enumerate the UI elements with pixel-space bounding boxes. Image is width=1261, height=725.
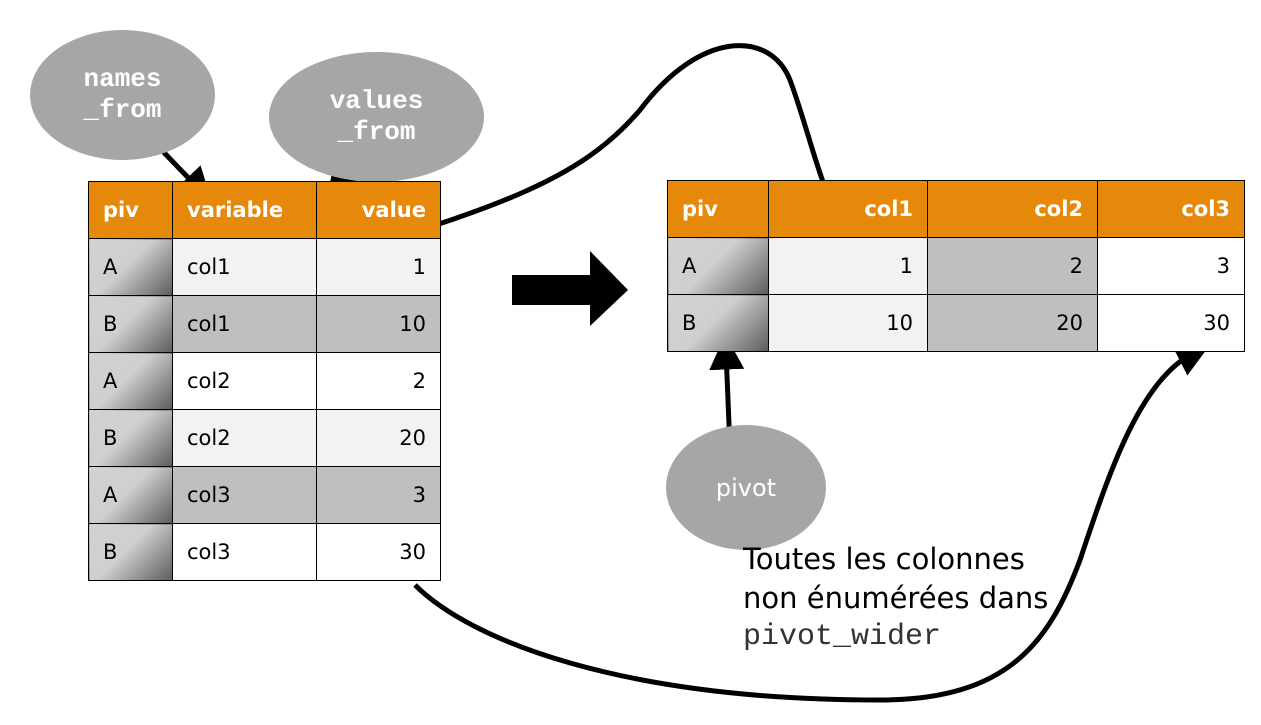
pivot-bubble: pivot [666,425,826,550]
names-from-bubble: names _from [30,30,215,160]
header-piv: piv [88,181,173,239]
table-cell: B [88,295,173,353]
table-cell: 20 [316,409,441,467]
table-cell: col3 [172,466,317,524]
table-row: B 10 20 30 [667,294,1245,352]
header-col2: col2 [927,180,1098,238]
table-cell: 10 [316,295,441,353]
table-cell: 30 [1097,294,1245,352]
table-row: A col3 3 [88,466,441,524]
table-cell: col3 [172,523,317,581]
header-variable: variable [172,181,317,239]
wide-table: piv col1 col2 col3 A 1 2 3 B 10 20 30 [667,180,1245,352]
table-cell: col2 [172,352,317,410]
table-cell: col1 [172,295,317,353]
table-row: B col3 30 [88,523,441,581]
note-code: pivot_wider [743,620,942,654]
table-cell: 30 [316,523,441,581]
note-line-2: non énumérées dans [743,581,1049,615]
values-from-label: values _from [329,86,424,147]
table-row: A col1 1 [88,238,441,296]
wide-table-header: piv col1 col2 col3 [667,180,1245,238]
long-table-header: piv variable value [88,181,441,239]
long-table: piv variable value A col1 1 B col1 10 A … [88,181,441,581]
note-text: Toutes les colonnes non énumérées dans p… [743,540,1048,657]
header-col3: col3 [1097,180,1245,238]
names-from-label: names _from [83,64,162,125]
table-cell: 1 [768,237,928,295]
table-cell: B [667,294,769,352]
table-row: A 1 2 3 [667,237,1245,295]
header-col1: col1 [768,180,928,238]
table-cell: A [667,237,769,295]
table-cell: 1 [316,238,441,296]
values-from-bubble: values _from [269,52,484,182]
table-cell: A [88,238,173,296]
header-piv: piv [667,180,769,238]
table-cell: B [88,523,173,581]
table-cell: 2 [927,237,1098,295]
table-row: B col1 10 [88,295,441,353]
table-cell: col1 [172,238,317,296]
table-cell: 3 [316,466,441,524]
table-cell: 3 [1097,237,1245,295]
table-cell: 10 [768,294,928,352]
table-cell: 20 [927,294,1098,352]
pivot-label: pivot [715,473,777,502]
table-cell: B [88,409,173,467]
table-row: B col2 20 [88,409,441,467]
table-cell: 2 [316,352,441,410]
transform-arrow-icon [512,251,628,326]
table-cell: col2 [172,409,317,467]
table-cell: A [88,466,173,524]
header-value: value [316,181,441,239]
table-row: A col2 2 [88,352,441,410]
note-line-1: Toutes les colonnes [743,542,1025,576]
table-cell: A [88,352,173,410]
